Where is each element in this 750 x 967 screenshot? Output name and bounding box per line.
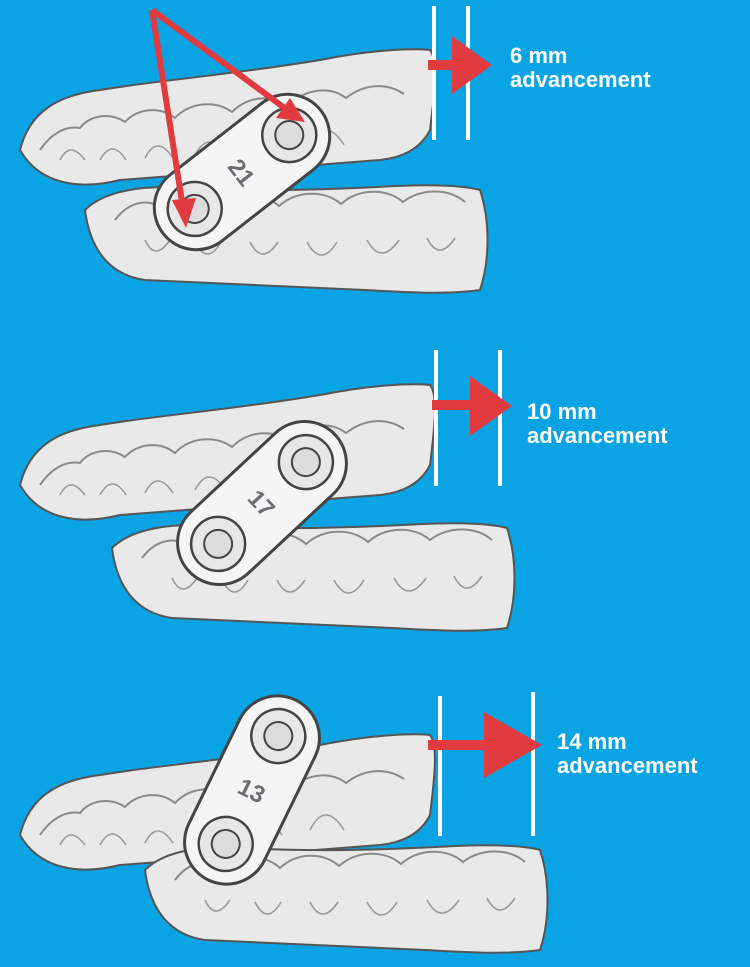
advancement-word-3: advancement bbox=[557, 754, 698, 778]
advancement-word-2: advancement bbox=[527, 424, 668, 448]
advancement-value-1: 6 mm bbox=[510, 44, 651, 68]
lower-tray-2 bbox=[112, 523, 515, 631]
advancement-label-1: 6 mm advancement bbox=[510, 44, 651, 92]
panel-3: 13 bbox=[20, 682, 548, 953]
lower-tray-1 bbox=[85, 185, 488, 293]
advancement-label-3: 14 mm advancement bbox=[557, 730, 698, 778]
panel-1: 21 bbox=[20, 6, 492, 293]
advancement-value-3: 14 mm bbox=[557, 730, 698, 754]
advancement-label-2: 10 mm advancement bbox=[527, 400, 668, 448]
panel-2: 17 bbox=[20, 350, 515, 631]
advancement-arrow-1 bbox=[428, 36, 492, 94]
advancement-value-2: 10 mm bbox=[527, 400, 668, 424]
advancement-word-1: advancement bbox=[510, 68, 651, 92]
advancement-arrow-3 bbox=[428, 712, 542, 778]
